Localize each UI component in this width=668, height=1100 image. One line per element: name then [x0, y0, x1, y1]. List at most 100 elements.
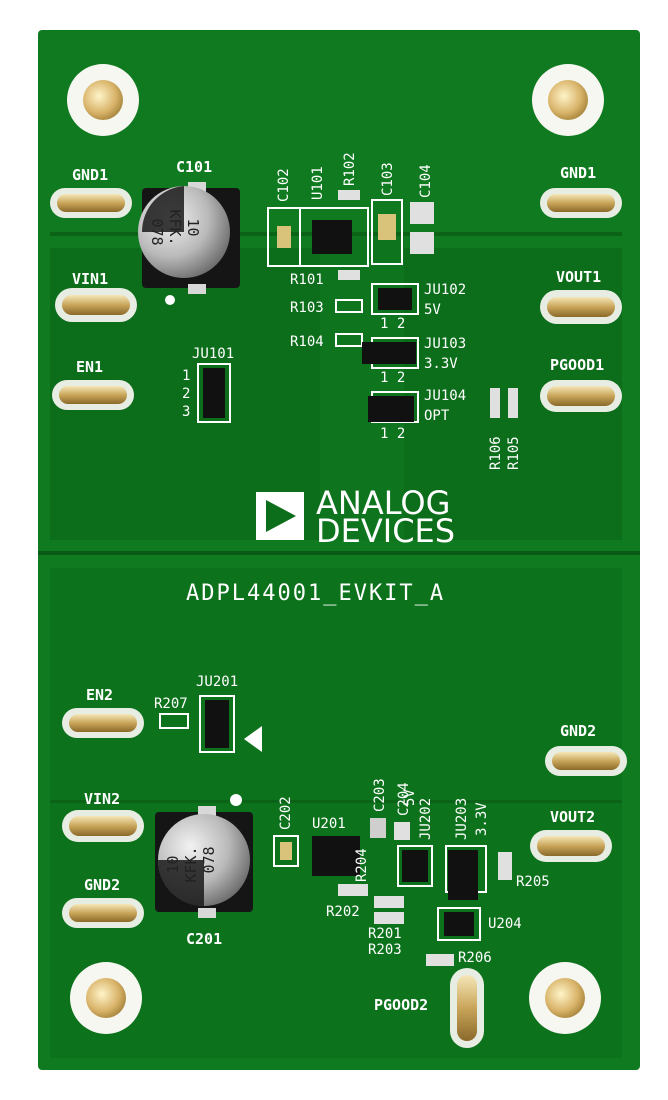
- cap-marking: 078: [148, 218, 166, 245]
- label-r201: R201: [368, 926, 402, 942]
- label-c203: C203: [372, 778, 388, 812]
- label-vin1: VIN1: [72, 270, 108, 288]
- jumper-ju103-header: [362, 342, 416, 364]
- label-u204: U204: [488, 916, 522, 932]
- label-pgood2: PGOOD2: [374, 996, 428, 1014]
- jumper-ju101: [197, 363, 231, 423]
- jumper-ju202: [397, 845, 433, 887]
- ju104-pins: 1 2: [380, 426, 405, 442]
- pad-r202: [338, 884, 368, 896]
- pad-c204: [394, 822, 410, 840]
- label-u101: U101: [310, 166, 326, 200]
- svg-text:10 KFK. 078: 10 KFK. 078: [164, 837, 218, 882]
- mounting-hole: [532, 64, 604, 136]
- trace-bottom: [50, 800, 622, 803]
- mounting-hole: [70, 962, 142, 1034]
- pad-r201: [374, 896, 404, 908]
- pad-r101: [338, 270, 360, 280]
- jumper-ju104-header: [368, 396, 414, 422]
- label-gnd2-right: GND2: [560, 722, 596, 740]
- test-loop-pgood1: [540, 380, 622, 412]
- label-c202: C202: [278, 796, 294, 830]
- ju101-pin: 1: [182, 368, 190, 384]
- pad-r104: [335, 333, 363, 347]
- label-c101: C101: [176, 158, 212, 176]
- label-c204: C204: [396, 782, 412, 816]
- test-loop-vin1: [55, 288, 137, 322]
- smd-c102: [277, 226, 291, 248]
- logo-analog: ANALOG: [316, 484, 450, 522]
- label-vout2: VOUT2: [550, 808, 595, 826]
- label-r205: R205: [516, 874, 550, 890]
- trace-vertical: [320, 236, 404, 541]
- pad-r102: [338, 190, 360, 200]
- label-ju104-sub: OPT: [424, 408, 450, 424]
- label-ju203: JU203: [454, 798, 470, 840]
- label-r106: R106: [488, 436, 504, 470]
- capacitor-c101: 10 KFK. 078: [138, 182, 240, 294]
- pad-c104: [410, 202, 434, 224]
- board-title: ADPL44001_EVKIT_A: [186, 581, 445, 606]
- cap-marking: 078: [200, 846, 218, 873]
- label-ju101: JU101: [192, 346, 234, 362]
- label-r207: R207: [154, 696, 188, 712]
- test-loop-gnd1-left: [50, 188, 132, 218]
- label-ju103: JU103: [424, 336, 466, 352]
- ju101-pin: 2: [182, 386, 190, 402]
- svg-text:10 KFK. 078: 10 KFK. 078: [148, 209, 202, 254]
- smd-c202: [280, 842, 292, 860]
- pad-r105: [508, 388, 518, 418]
- pad-r203: [374, 912, 404, 924]
- label-pgood1: PGOOD1: [550, 356, 604, 374]
- label-ju203-sub: 3.3V: [474, 802, 490, 836]
- pcb-bottom-pour: [50, 568, 622, 1058]
- label-r103: R103: [290, 300, 324, 316]
- test-loop-en1: [52, 380, 134, 410]
- label-en2: EN2: [86, 686, 113, 704]
- jumper-ju102: [371, 283, 419, 315]
- pad-r205: [498, 852, 512, 880]
- label-en1: EN1: [76, 358, 103, 376]
- cap-marking: 10: [184, 218, 202, 236]
- outline-u101: [299, 207, 369, 267]
- cap-marking: KFK.: [166, 209, 184, 245]
- ju102-pins: 1 2: [380, 316, 405, 332]
- test-loop-pgood2: [450, 968, 484, 1048]
- label-gnd1-left: GND1: [72, 166, 108, 184]
- test-loop-vout1: [540, 290, 622, 324]
- pad-r103: [335, 299, 363, 313]
- jumper-ju202-header: [402, 850, 428, 882]
- test-loop-gnd2-left: [62, 898, 144, 928]
- label-ju102-sub: 5V: [424, 302, 441, 318]
- analog-devices-logo-triangle: [266, 500, 296, 532]
- jumper-u204-header: [444, 912, 474, 936]
- label-ju102: JU102: [424, 282, 466, 298]
- test-loop-en2: [62, 708, 144, 738]
- test-loop-vin2: [62, 810, 144, 842]
- label-u201: U201: [312, 816, 346, 832]
- polarity-dot: [165, 295, 175, 305]
- label-c103: C103: [380, 162, 396, 196]
- outline-c103: [371, 199, 403, 265]
- ju103-pins: 1 2: [380, 370, 405, 386]
- label-gnd1-right: GND1: [560, 164, 596, 182]
- pad-r206: [426, 954, 454, 966]
- jumper-ju203-header: [448, 850, 478, 900]
- label-vin2: VIN2: [84, 790, 120, 808]
- label-ju202: JU202: [418, 798, 434, 840]
- label-c102: C102: [276, 168, 292, 202]
- mounting-hole: [529, 962, 601, 1034]
- label-r101: R101: [290, 272, 324, 288]
- smd-c103: [378, 214, 396, 240]
- cap-marking: KFK.: [182, 846, 200, 882]
- test-loop-gnd2-right: [545, 746, 627, 776]
- cap-marking: 10: [164, 855, 182, 873]
- label-gnd2-left: GND2: [84, 876, 120, 894]
- arrow-marker: [244, 726, 262, 752]
- mounting-hole: [67, 64, 139, 136]
- test-loop-vout2: [530, 830, 612, 862]
- jumper-ju102-header: [378, 288, 412, 310]
- pad-r106: [490, 388, 500, 418]
- label-r102: R102: [342, 152, 358, 186]
